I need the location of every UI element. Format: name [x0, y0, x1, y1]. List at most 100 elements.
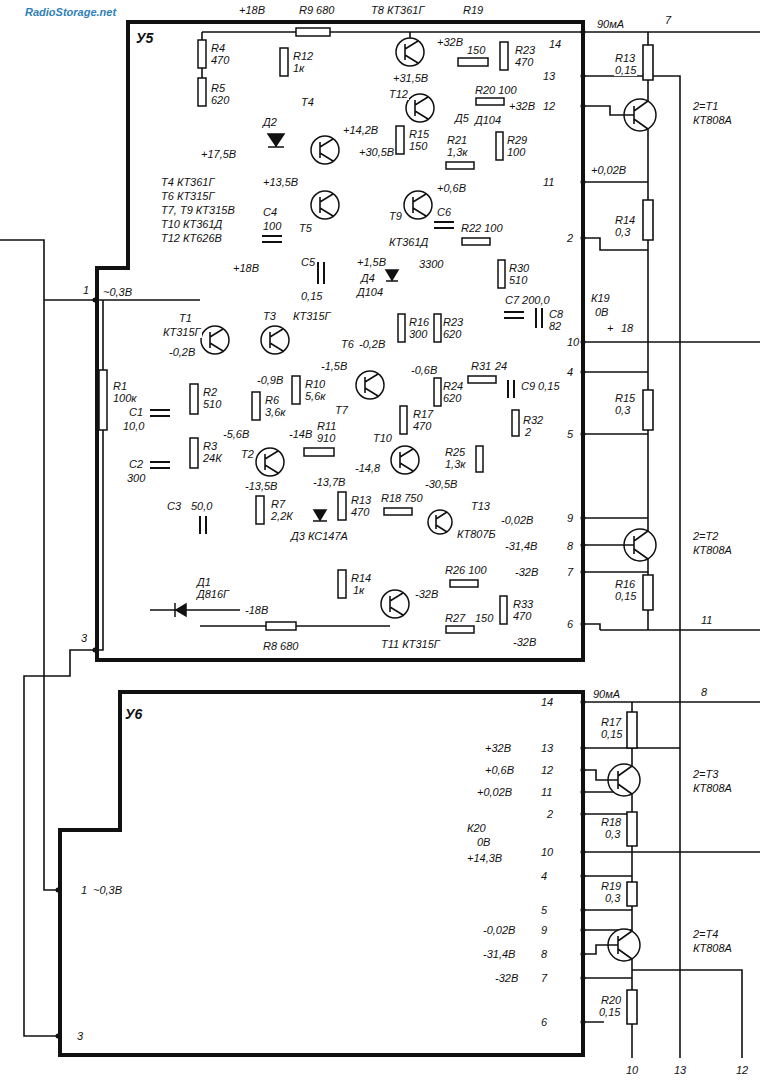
callout-label: -0,2В [358, 338, 386, 350]
callout-label: 12 [540, 764, 554, 776]
callout-label: T4 КТ361Г [160, 176, 215, 188]
callout-label: 13 [542, 70, 556, 82]
callout-label: R12 [292, 50, 314, 62]
callout-label: R18 [600, 816, 622, 828]
module-label: У6 [124, 706, 143, 722]
internal-wires [95, 32, 583, 650]
callout-label: C5 [300, 256, 316, 268]
junction-dots [58, 32, 583, 1036]
callout-label: C3 [166, 500, 182, 512]
callout-label: 4 [566, 366, 574, 378]
callout-label: +14,3В [466, 852, 503, 864]
callout-label: КТ808А [692, 942, 733, 954]
callout-label: T9 [388, 210, 403, 222]
callout-label: + [606, 322, 614, 334]
callout-label: 3 [80, 632, 88, 644]
callout-label: 3,6к [264, 406, 287, 418]
callout-label: КТ808А [692, 114, 733, 126]
transistor-symbol [256, 448, 284, 476]
callout-label: R17 [600, 716, 622, 728]
callout-label: -1,5В [320, 360, 348, 372]
callout-label: 0,15 [600, 728, 623, 740]
callout-label: -14,8 [354, 462, 381, 474]
callout-label: 1 [80, 884, 88, 896]
callout-label: 2,2К [270, 510, 294, 522]
transistor-symbol [201, 326, 229, 354]
callout-label: КТ808А [692, 544, 733, 556]
callout-label: C6 [436, 206, 452, 218]
callout-label: 1к [292, 62, 305, 74]
transistor-symbol [356, 371, 384, 399]
callout-label: T2 [240, 448, 255, 460]
callout-label: R15 [408, 128, 430, 140]
callout-label: +18В [232, 262, 260, 274]
callout-label: -31,4В [482, 948, 516, 960]
callout-label: -18В [244, 604, 269, 616]
transistor-symbol [381, 590, 409, 618]
callout-label: -0,2В [168, 346, 196, 358]
callout-label: R23 [442, 316, 464, 328]
callout-label: 3300 [418, 258, 444, 270]
callout-label: 0,15 [614, 590, 637, 602]
callout-label: 620 [442, 328, 462, 340]
callout-label: Д4 [360, 272, 376, 284]
callout-label: 11 [542, 176, 555, 188]
callout-label: C2 [128, 458, 144, 470]
callout-label: +0,6В [436, 182, 467, 194]
callout-label: R21 [446, 134, 468, 146]
callout-label: -13,5В [244, 480, 278, 492]
callout-label: R16 [408, 316, 430, 328]
callout-label: 470 [210, 54, 230, 66]
callout-label: 5 [540, 904, 548, 916]
wires [0, 32, 760, 1058]
callout-label: 0,15 [598, 1006, 621, 1018]
callout-label: -32В [514, 566, 539, 578]
callout-label: R1 [112, 380, 128, 392]
callout-label: T7 [334, 404, 349, 416]
callout-label: R6 [264, 394, 280, 406]
callout-label: 8 [700, 686, 708, 698]
callout-label: 0,15 [614, 64, 637, 76]
callout-label: 14 [548, 38, 562, 50]
callout-label: 82 [548, 320, 562, 332]
callout-label: 0,3 [614, 404, 631, 416]
callout-label: 8 [566, 540, 574, 552]
callout-label: R19 [600, 880, 622, 892]
callout-label: R13 [350, 494, 372, 506]
callout-label: 1к [352, 584, 365, 596]
callout-label: Д104 [356, 286, 384, 298]
callout-label: 150 [474, 612, 494, 624]
callout-label: 18 [620, 322, 634, 334]
callout-label: 7 [566, 566, 574, 578]
capacitor-symbol [150, 222, 542, 534]
callout-label: 50,0 [190, 500, 213, 512]
callout-label: R20 [600, 994, 622, 1006]
transistor-symbol [406, 94, 434, 122]
callout-label: 150 [408, 140, 428, 152]
callout-label: 14 [540, 696, 554, 708]
callout-label: 24К [202, 452, 223, 464]
callout-label: 2=T3 [692, 768, 719, 780]
callout-label: 510 [202, 398, 222, 410]
callout-label: R32 [522, 414, 544, 426]
transistor-symbol [391, 446, 419, 474]
callout-label: +0,6В [484, 764, 515, 776]
callout-label: -32В [494, 972, 519, 984]
callout-label: -0,9В [256, 374, 284, 386]
callout-label: Д1 [196, 576, 212, 588]
callout-label: +32В [508, 100, 536, 112]
module-outline [97, 22, 583, 660]
callout-label: R14 [614, 214, 636, 226]
callout-label: 2=T1 [692, 100, 719, 112]
callout-label: 10 [566, 336, 580, 348]
callout-label: R24 [442, 380, 464, 392]
callout-label: +30,5В [358, 146, 395, 158]
callout-label: -32В [414, 588, 439, 600]
callout-label: R27 [444, 612, 466, 624]
callout-label: 5 [566, 428, 574, 440]
callout-label: 9 [540, 924, 548, 936]
callout-label: +0,02В [590, 164, 627, 176]
callout-label: 10,0 [122, 420, 145, 432]
callout-label: 1,3к [446, 146, 469, 158]
